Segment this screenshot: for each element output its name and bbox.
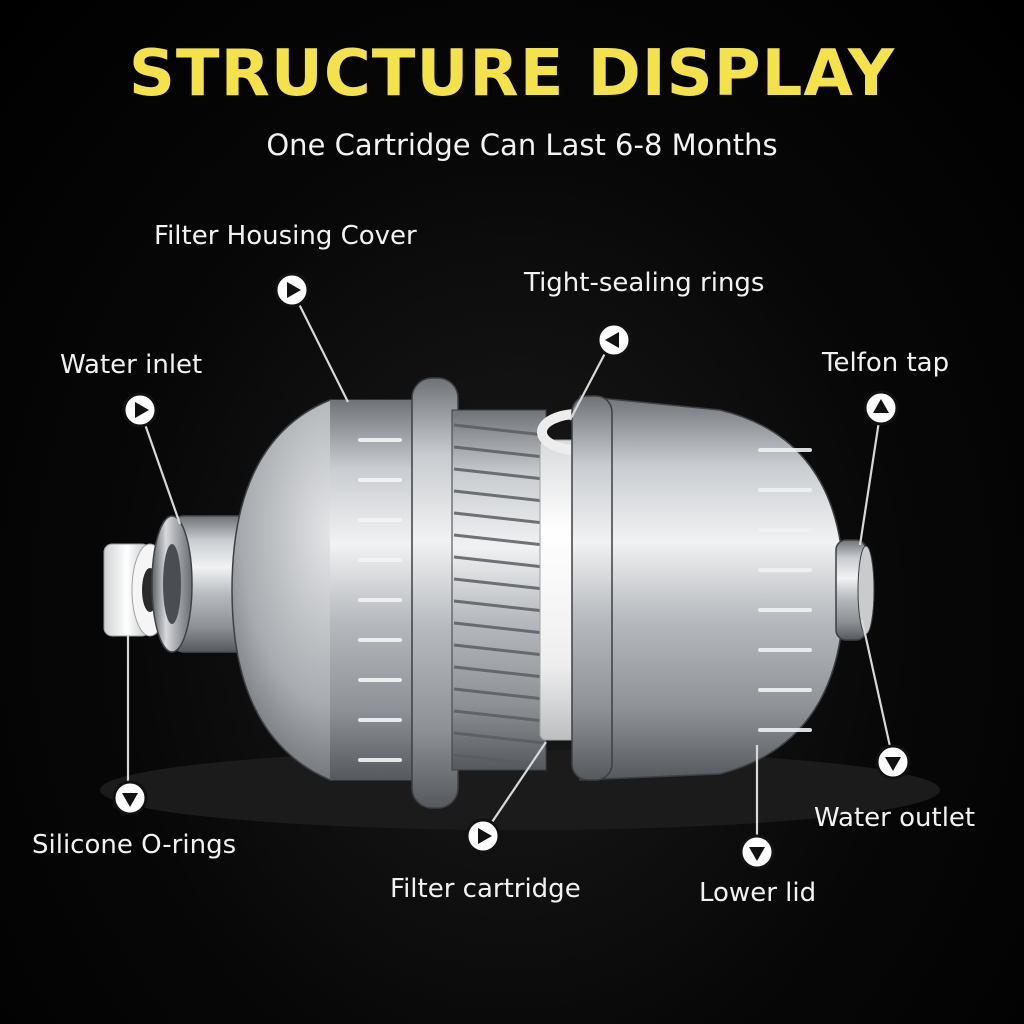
lower-lid-part (571, 395, 845, 781)
marker-telfon-tap (863, 390, 899, 426)
thread-groove (453, 445, 545, 459)
label-tight-sealing-rings: Tight-sealing rings (524, 268, 765, 298)
label-telfon-tap: Telfon tap (822, 348, 950, 378)
leader-filter-cartridge (483, 741, 547, 835)
leader-filter-housing-cover (291, 289, 349, 403)
thread-groove (453, 489, 545, 503)
leader-lines (126, 289, 895, 850)
thread-section (451, 409, 547, 771)
leader-water-inlet (138, 409, 182, 525)
marker-filter-cartridge (465, 818, 501, 854)
label-water-inlet: Water inlet (60, 350, 203, 380)
arrow-up-icon (873, 399, 889, 413)
thread-groove (453, 753, 545, 767)
water-outlet-part (835, 539, 875, 641)
label-silicone-o-rings: Silicone O-rings (32, 830, 237, 860)
arrow-down-icon (122, 793, 138, 807)
thread-groove (453, 467, 545, 481)
label-filter-housing-cover: Filter Housing Cover (154, 221, 417, 251)
label-lower-lid: Lower lid (699, 878, 817, 908)
marker-tight-sealing-rings (596, 322, 632, 358)
thread-groove (453, 599, 545, 613)
thread-groove (453, 423, 545, 437)
page-subtitle: One Cartridge Can Last 6-8 Months (266, 128, 778, 162)
marker-silicone-o-rings (112, 780, 148, 816)
thread-groove (453, 709, 545, 723)
marker-water-outlet (875, 744, 911, 780)
marker-water-inlet (122, 392, 158, 428)
thread-groove (453, 511, 545, 525)
arrow-right-icon (478, 828, 492, 844)
label-filter-cartridge: Filter cartridge (390, 874, 581, 904)
leader-water-outlet (860, 619, 895, 761)
thread-groove (453, 665, 545, 679)
marker-filter-housing-cover (274, 272, 310, 308)
filter-housing-cover-part (231, 377, 459, 809)
marker-lower-lid (739, 834, 775, 870)
arrow-right-icon (287, 282, 301, 298)
label-water-outlet: Water outlet (814, 803, 976, 833)
thread-groove (453, 687, 545, 701)
leader-telfon-tap (858, 407, 883, 546)
thread-groove (453, 643, 545, 657)
page-title: STRUCTURE DISPLAY (128, 37, 896, 111)
thread-groove (453, 731, 545, 745)
thread-groove (453, 533, 545, 547)
arrow-left-icon (605, 332, 619, 348)
thread-groove (453, 621, 545, 635)
arrow-right-icon (135, 402, 149, 418)
arrow-down-icon (749, 847, 765, 861)
thread-groove (453, 577, 545, 591)
thread-groove (453, 555, 545, 569)
arrow-down-icon (885, 757, 901, 771)
